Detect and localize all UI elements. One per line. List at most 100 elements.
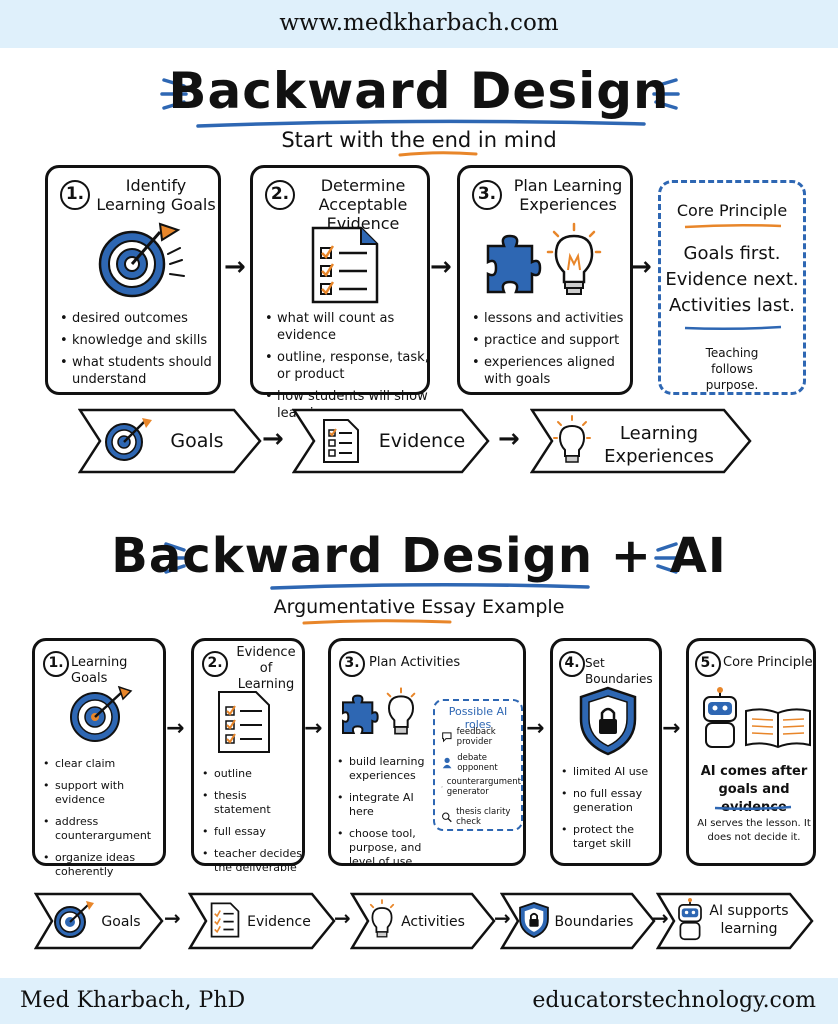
footer-site-url[interactable]: educatorstechnology.com (532, 988, 816, 1013)
shield-lock-icon (519, 902, 549, 939)
target-icon (54, 901, 94, 938)
author-name: Med Kharbach, PhD (20, 988, 246, 1013)
step-number: 4. (559, 651, 585, 677)
puzzle-icon (342, 694, 379, 734)
step-number: 1. (60, 180, 90, 210)
arrow-right-icon: → (652, 906, 669, 930)
step-bullets: lessons and activities practice and supp… (472, 310, 632, 393)
chat-icon (442, 732, 452, 743)
step-number: 1. (43, 651, 69, 677)
flow-label-ai-supports-learning: AI supports learning (709, 903, 789, 937)
target-icon (98, 222, 185, 298)
step-card-core-principle: 5. Core Principle AI comes after goals a… (686, 638, 816, 866)
step-card-plan-activities: 3. Plan Activities build learning experi… (328, 638, 526, 869)
site-url[interactable]: www.medkharbach.com (279, 10, 559, 36)
bullet: full essay (202, 825, 306, 839)
bullet: address counterargument (43, 815, 167, 843)
bullet: no full essay generation (561, 787, 663, 815)
flow-label-learning-experiences: Learning Experiences (604, 423, 714, 467)
subtitle-underline-icon (398, 151, 478, 157)
step-number: 3. (339, 651, 365, 677)
section1-subtitle: Start with the end in mind (281, 128, 557, 152)
shield-lock-icon (579, 686, 637, 756)
person-icon (442, 757, 452, 769)
ai-role-label: debate opponent (457, 753, 498, 773)
magnifier-icon (442, 812, 452, 823)
robot-icon (678, 898, 702, 941)
arrow-right-icon: → (164, 906, 181, 930)
step-title: Plan Learning Experiences (513, 176, 623, 214)
title-accent-right-icon (654, 542, 680, 574)
ai-roles-title: Possible AI roles (448, 705, 508, 731)
step-number: 3. (472, 180, 502, 210)
ai-role-item: thesis clarity check (441, 807, 521, 827)
core-principle-note: Teaching follows purpose. (705, 346, 759, 392)
bullet: build learning experiences (337, 755, 433, 783)
bullet: experiences aligned with goals (472, 354, 632, 388)
flow-label-goals: Goals (170, 430, 224, 452)
bullet: organize ideas coherently (43, 851, 167, 879)
title-underline-icon (270, 582, 590, 590)
checklist-icon (218, 691, 270, 753)
bullet: integrate AI here (337, 791, 433, 819)
arrow-right-icon: → (304, 716, 323, 741)
flow-chevron-learning-experiences (530, 408, 752, 474)
puzzle-icon (486, 234, 542, 294)
bullet: outline (202, 767, 306, 781)
core-principle-card: Core Principle Goals first. Evidence nex… (658, 180, 806, 395)
core-principle-headline: AI comes after goals and evidence (700, 764, 808, 815)
step-title: Set Boundaries (585, 656, 653, 686)
arrow-right-icon: → (498, 424, 520, 454)
cycle-icon (441, 786, 443, 788)
step-title: Core Principle (723, 655, 813, 670)
step-title: Plan Activities (369, 655, 461, 670)
ai-roles-box: Possible AI roles feedback provider deba… (433, 699, 523, 831)
bullet: teacher decides the deliverable (202, 847, 306, 875)
lightbulb-icon (386, 687, 416, 735)
arrow-right-icon: → (262, 424, 284, 454)
core-line: Goals first. (683, 243, 781, 264)
title-accent-right-icon (652, 78, 680, 110)
step-card-evidence-of-learning: 2. Evidence of Learning outline thesis s… (191, 638, 305, 874)
step-bullets: outline thesis statement full essay teac… (202, 767, 306, 883)
step-number: 2. (265, 180, 295, 210)
bullet: thesis statement (202, 789, 306, 817)
arrow-right-icon: → (526, 716, 545, 741)
arrow-right-icon: → (494, 906, 511, 930)
robot-icon (703, 687, 737, 748)
step-bullets: limited AI use no full essay generation … (561, 765, 663, 859)
ai-role-item: feedback provider (441, 727, 521, 747)
title-accent-left-icon (162, 542, 188, 574)
section2-title: Backward Design + AI (111, 528, 727, 584)
book-icon (745, 708, 811, 749)
bullet: desired outcomes (60, 310, 220, 327)
step-card-identify-goals: 1. Identify Learning Goals desired outco… (45, 165, 221, 395)
core-principle-title: Core Principle (676, 201, 788, 220)
footer-band: Med Kharbach, PhD educatorstechnology.co… (0, 978, 838, 1024)
title-underline-icon (196, 119, 646, 128)
bullet: outline, response, task, or product (265, 349, 431, 383)
core-divider-icon (714, 805, 792, 811)
ai-role-item: counterargument generator (441, 777, 521, 797)
arrow-right-icon: → (430, 252, 452, 282)
subtitle-underline-icon (302, 619, 452, 625)
core-principle-lines: Goals first. Evidence next. Activities l… (661, 241, 803, 319)
bullet: choose tool, purpose, and level of use (337, 827, 433, 869)
core-line: Evidence next. (665, 269, 799, 290)
ai-role-item: debate opponent (441, 753, 521, 773)
lightbulb-icon (369, 899, 395, 938)
flow-label-activities: Activities (401, 914, 465, 930)
arrow-right-icon: → (662, 716, 681, 741)
ai-role-label: counterargument generator (446, 777, 521, 797)
title-accent-left-icon (160, 78, 188, 110)
bullet: what will count as evidence (265, 310, 431, 344)
ai-role-label: thesis clarity check (456, 807, 511, 827)
bullet: protect the target skill (561, 823, 663, 851)
section2-subtitle: Argumentative Essay Example (273, 596, 565, 618)
core-line: Activities last. (668, 295, 796, 316)
core-title-underline-icon (684, 223, 782, 229)
header-band: www.medkharbach.com (0, 0, 838, 48)
step-title: Learning Goals (71, 655, 128, 686)
flow-label-evidence: Evidence (247, 914, 311, 930)
ai-role-label: feedback provider (456, 727, 496, 747)
